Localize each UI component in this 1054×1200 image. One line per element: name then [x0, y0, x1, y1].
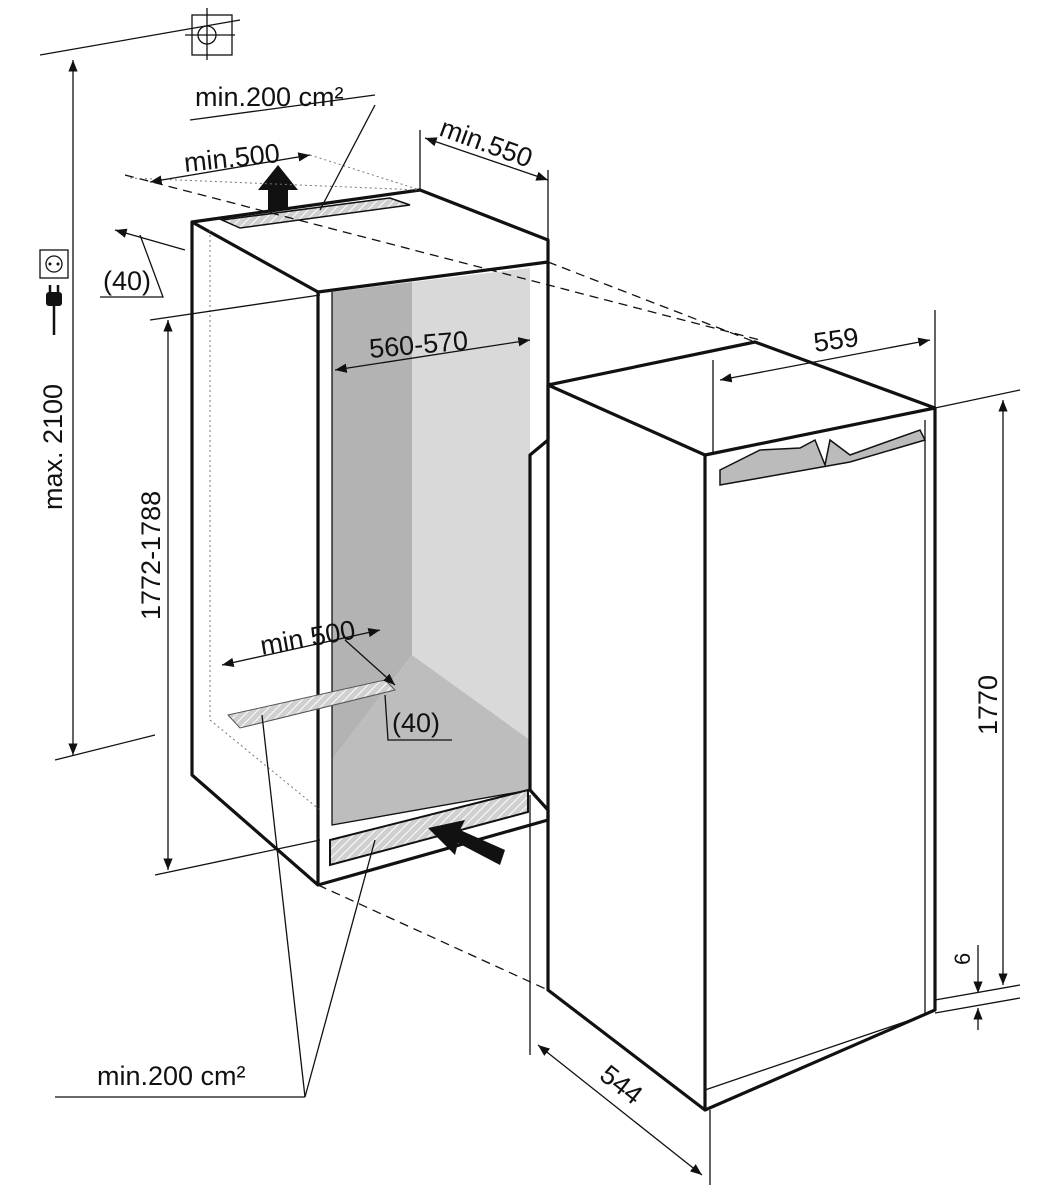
- airflow-in-arrow-icon: [428, 820, 505, 865]
- power-socket-icon: [39, 249, 69, 279]
- power-plug-icon: [46, 285, 62, 335]
- top-vent-width-label: min.500: [182, 138, 281, 178]
- appliance-depth-label: 544: [594, 1059, 648, 1110]
- grounding-cross-icon: [185, 8, 235, 60]
- foot-height-label: 6: [950, 953, 975, 965]
- top-vent-gap-label: (40): [103, 266, 151, 296]
- niche-height-label: 1772-1788: [136, 491, 166, 620]
- airflow-up-arrow-icon: [258, 165, 298, 212]
- control-panel: [719, 429, 927, 486]
- top-vent: [219, 165, 411, 229]
- bottom-vent-gap-label: (40): [392, 708, 440, 738]
- bottom-vents: [227, 679, 529, 867]
- max-height-label: max. 2100: [38, 384, 68, 510]
- appliance-width-label: 559: [812, 322, 861, 358]
- appliance-height-label: 1770: [973, 675, 1003, 735]
- appliance: [546, 340, 937, 1112]
- top-vent-area-label: min.200 cm²: [195, 82, 344, 112]
- bottom-vent-area-label: min.200 cm²: [97, 1061, 246, 1091]
- niche-depth-label: min.550: [436, 112, 537, 173]
